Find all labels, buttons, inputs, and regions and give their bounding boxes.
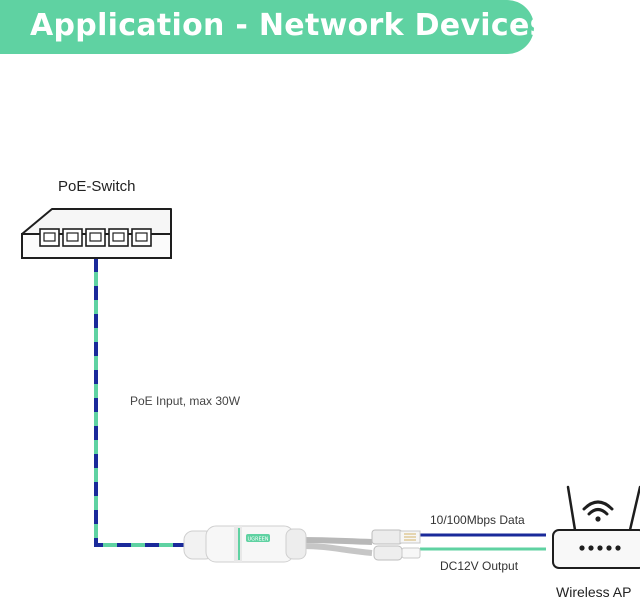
switch-port-5 <box>131 228 152 247</box>
page-title: Application - Network Devices <box>30 8 548 43</box>
switch-label: PoE-Switch <box>58 178 136 195</box>
switch-port-2 <box>62 228 83 247</box>
rj45-connector <box>371 529 421 545</box>
power-output-label: DC12V Output <box>440 559 519 573</box>
title-banner: Application - Network Devices <box>0 0 547 54</box>
data-output-label: 10/100Mbps Data <box>430 513 525 527</box>
poe-input-label: PoE Input, max 30W <box>130 394 241 408</box>
poe-splitter-icon: UGREEN <box>183 525 373 563</box>
switch-port-1 <box>39 228 60 247</box>
switch-port-3 <box>85 228 106 247</box>
dc-connector <box>373 545 421 561</box>
wireless-router-icon <box>552 485 640 569</box>
poe-input-cable <box>94 258 186 547</box>
wifi-icon <box>582 500 614 522</box>
switch-port-4 <box>108 228 129 247</box>
network-switch-icon <box>21 208 172 259</box>
splitter-brand-text: UGREEN <box>247 537 268 543</box>
ap-label: Wireless AP <box>556 584 632 600</box>
